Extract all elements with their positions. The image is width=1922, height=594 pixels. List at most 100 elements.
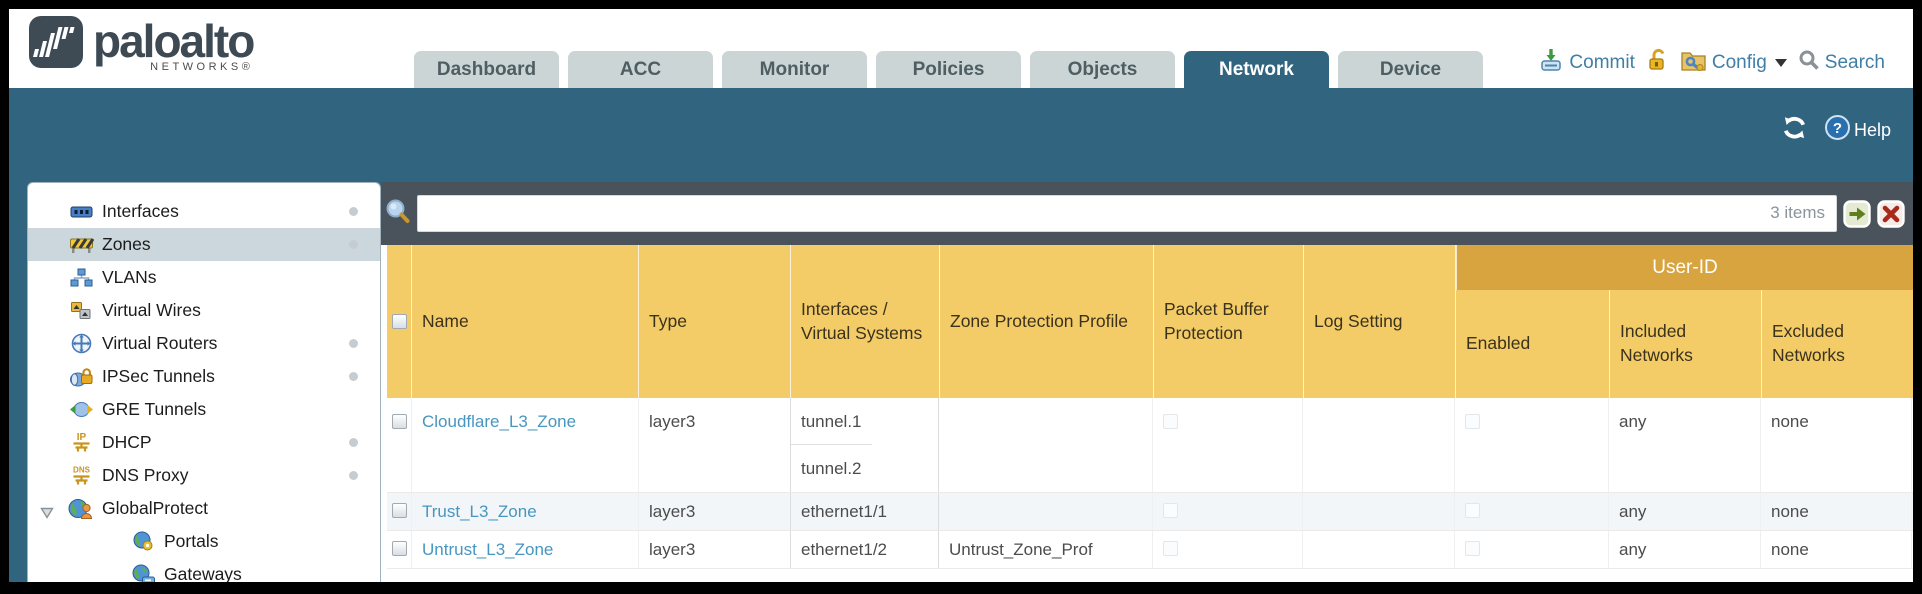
sidebar-item-portals[interactable]: Portals [28, 525, 380, 558]
user-id-enabled-cell [1455, 398, 1609, 492]
sidebar-item-label: VLANs [102, 267, 157, 287]
panos-web-ui: paloalto NETWORKS® Dashboard ACC Monitor… [9, 9, 1913, 582]
apply-filter-button[interactable] [1843, 199, 1871, 228]
table-row-cloudflare-l3-zone: Cloudflare_L3_Zone layer3 tunnel.1 tunne… [387, 398, 1913, 493]
sidebar-item-label: GlobalProtect [102, 498, 209, 518]
column-header-log-setting[interactable]: Log Setting [1304, 245, 1456, 398]
clear-filter-button[interactable] [1877, 199, 1905, 228]
table-row-trust-l3-zone: Trust_L3_Zone layer3 ethernet1/1 any non… [387, 493, 1913, 531]
config-menu-button[interactable]: Config [1680, 49, 1787, 78]
sidebar-item-dns-proxy[interactable]: DNS DNS Proxy [28, 459, 380, 492]
zones-table: User-ID Name Type Interfaces / Virtual S… [381, 245, 1913, 569]
column-header-excluded-networks[interactable]: Excluded Networks [1772, 321, 1845, 365]
packet-buffer-checkbox[interactable] [1163, 414, 1178, 429]
enabled-checkbox[interactable] [1465, 503, 1480, 518]
column-header-name[interactable]: Name [412, 245, 639, 398]
virtual-wires-icon [68, 299, 94, 323]
gateways-icon [130, 563, 156, 582]
zone-type-cell: layer3 [639, 398, 791, 492]
gre-tunnels-icon [68, 398, 94, 422]
ipsec-tunnels-icon [68, 365, 94, 389]
tab-policies[interactable]: Policies [876, 51, 1021, 88]
sidebar-item-label: Virtual Routers [102, 333, 218, 353]
filter-input[interactable] [417, 195, 1837, 232]
tab-network[interactable]: Network [1184, 51, 1329, 88]
row-checkbox[interactable] [391, 503, 407, 518]
interface-entry: tunnel.1 [791, 398, 872, 445]
excluded-networks-cell: none [1761, 493, 1912, 530]
packet-buffer-protection-cell [1153, 531, 1303, 568]
zone-protection-profile-cell [939, 493, 1153, 530]
refresh-button[interactable] [1781, 116, 1808, 145]
paloalto-pulse-icon [29, 13, 83, 76]
row-checkbox[interactable] [391, 414, 407, 429]
zone-name-link[interactable]: Untrust_L3_Zone [422, 540, 554, 559]
lock-button[interactable] [1646, 48, 1669, 78]
zone-type-cell: layer3 [639, 493, 791, 530]
commit-icon [1538, 48, 1564, 78]
sidebar-item-zones[interactable]: Zones [28, 228, 380, 261]
column-header-included-networks[interactable]: Included Networks [1610, 245, 1762, 398]
search-button[interactable]: Search [1798, 49, 1885, 77]
zones-icon [68, 233, 94, 257]
config-label: Config [1711, 52, 1767, 73]
expander-triangle-icon[interactable] [40, 503, 54, 524]
enabled-checkbox[interactable] [1465, 414, 1480, 429]
column-header-enabled[interactable]: Enabled [1456, 245, 1610, 398]
item-dot-indicator [349, 207, 358, 216]
column-header-interfaces[interactable]: Interfaces / Virtual Systems [791, 245, 940, 398]
column-header-packet-buffer-protection[interactable]: Packet Buffer Protection [1154, 245, 1304, 398]
tab-objects[interactable]: Objects [1030, 51, 1175, 88]
column-header-zone-protection-profile[interactable]: Zone Protection Profile [940, 245, 1154, 398]
sidebar-item-vlans[interactable]: VLANs [28, 261, 380, 294]
search-label: Search [1824, 52, 1885, 73]
sidebar-item-globalprotect[interactable]: GlobalProtect [28, 492, 380, 525]
tab-acc[interactable]: ACC [568, 51, 713, 88]
sidebar-item-ipsec-tunnels[interactable]: IPSec Tunnels [28, 360, 380, 393]
sidebar-item-label: Gateways [164, 564, 242, 582]
sidebar-item-label: Zones [102, 234, 151, 254]
packet-buffer-checkbox[interactable] [1163, 541, 1178, 556]
virtual-routers-icon [68, 332, 94, 356]
user-id-group-header: User-ID [1456, 245, 1913, 290]
content-area: Interfaces Zones [9, 182, 1913, 582]
commit-button[interactable]: Commit [1538, 48, 1635, 78]
log-setting-cell [1303, 493, 1455, 530]
item-dot-indicator [349, 372, 358, 381]
paloalto-logo: paloalto NETWORKS® [29, 13, 255, 76]
excluded-networks-cell: none [1761, 531, 1912, 568]
svg-text:IP: IP [76, 432, 86, 443]
select-all-checkbox[interactable] [391, 314, 407, 329]
portals-icon [130, 530, 156, 554]
help-button[interactable]: ? Help [1824, 114, 1891, 146]
tab-monitor[interactable]: Monitor [722, 51, 867, 88]
zone-name-link[interactable]: Cloudflare_L3_Zone [422, 412, 577, 431]
column-header-type[interactable]: Type [639, 245, 791, 398]
sidebar-item-virtual-routers[interactable]: Virtual Routers [28, 327, 380, 360]
lock-icon [1646, 48, 1669, 78]
sidebar-item-virtual-wires[interactable]: Virtual Wires [28, 294, 380, 327]
chevron-down-icon [1774, 59, 1787, 67]
main-pane: 3 items User-ID [381, 182, 1913, 582]
user-id-enabled-cell [1455, 493, 1609, 530]
sidebar-item-gateways[interactable]: Gateways [28, 558, 380, 582]
table-row-untrust-l3-zone: Untrust_L3_Zone layer3 ethernet1/2 Untru… [387, 531, 1913, 569]
zone-name-link[interactable]: Trust_L3_Zone [422, 502, 537, 521]
packet-buffer-checkbox[interactable] [1163, 503, 1178, 518]
row-checkbox[interactable] [391, 541, 407, 556]
tab-dashboard[interactable]: Dashboard [414, 51, 559, 88]
sub-header-band: ? Help [9, 88, 1913, 182]
tab-device[interactable]: Device [1338, 51, 1483, 88]
zone-interfaces-cell: ethernet1/1 [790, 493, 939, 530]
packet-buffer-protection-cell [1153, 493, 1303, 530]
included-networks-cell: any [1609, 531, 1761, 568]
enabled-checkbox[interactable] [1465, 541, 1480, 556]
sidebar-item-gre-tunnels[interactable]: GRE Tunnels [28, 393, 380, 426]
svg-text:DNS: DNS [73, 466, 91, 475]
interface-entry: ethernet1/1 [801, 502, 888, 521]
item-dot-indicator [349, 438, 358, 447]
sidebar-item-dhcp[interactable]: IP DHCP [28, 426, 380, 459]
sidebar-item-interfaces[interactable]: Interfaces [28, 195, 380, 228]
item-dot-indicator [349, 240, 358, 249]
